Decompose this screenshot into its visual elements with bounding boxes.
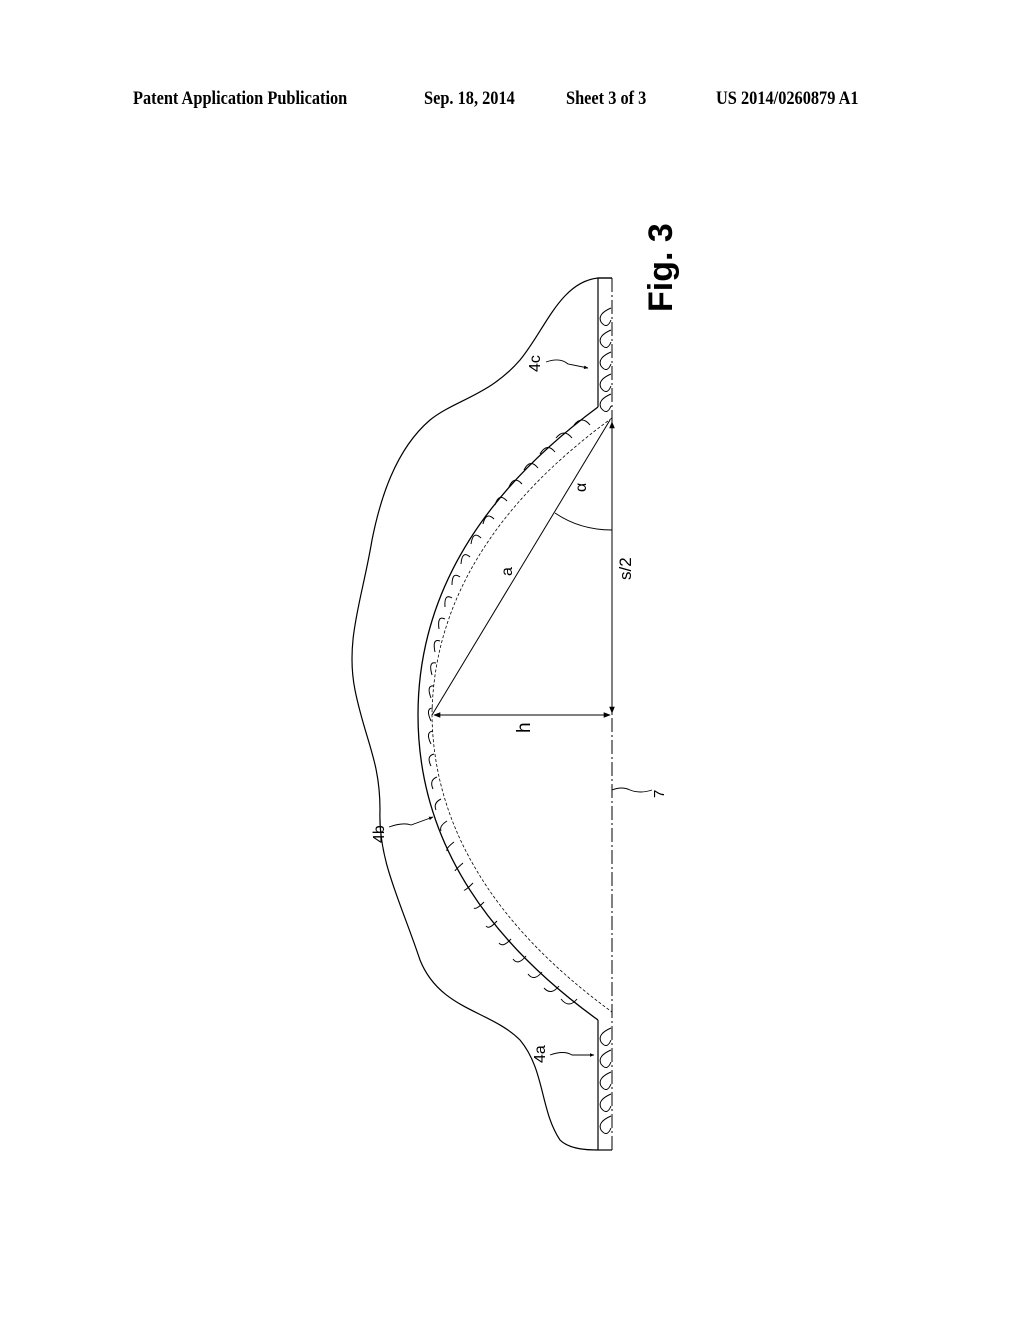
label-half-span: s/2 [616, 557, 635, 580]
sheet-number: Sheet 3 of 3 [566, 88, 647, 109]
ref-label-4b: 4b [371, 825, 388, 843]
chord-a-line [431, 419, 611, 716]
ref-label-4c: 4c [527, 355, 544, 372]
corrugation-4b [427, 419, 591, 1005]
publication-type: Patent Application Publication [133, 88, 348, 109]
corrugation-4c [599, 307, 612, 412]
label-chord-a: a [499, 567, 516, 576]
corrugation-4a [599, 1027, 612, 1134]
arch-4b-outer [417, 406, 599, 1021]
patent-number: US 2014/0260879 A1 [716, 88, 859, 109]
outer-break-line [351, 277, 612, 1151]
ref-label-4a: 4a [532, 1045, 549, 1063]
angle-arc [554, 512, 613, 531]
label-height-h: h [514, 722, 535, 733]
publication-date: Sep. 18, 2014 [424, 88, 515, 109]
page-header: Patent Application Publication Sep. 18, … [0, 88, 1024, 118]
label-alpha: α [573, 483, 590, 492]
figure-title: Fig. 3 [642, 223, 680, 312]
ref-label-axis-7: 7 [651, 790, 668, 798]
